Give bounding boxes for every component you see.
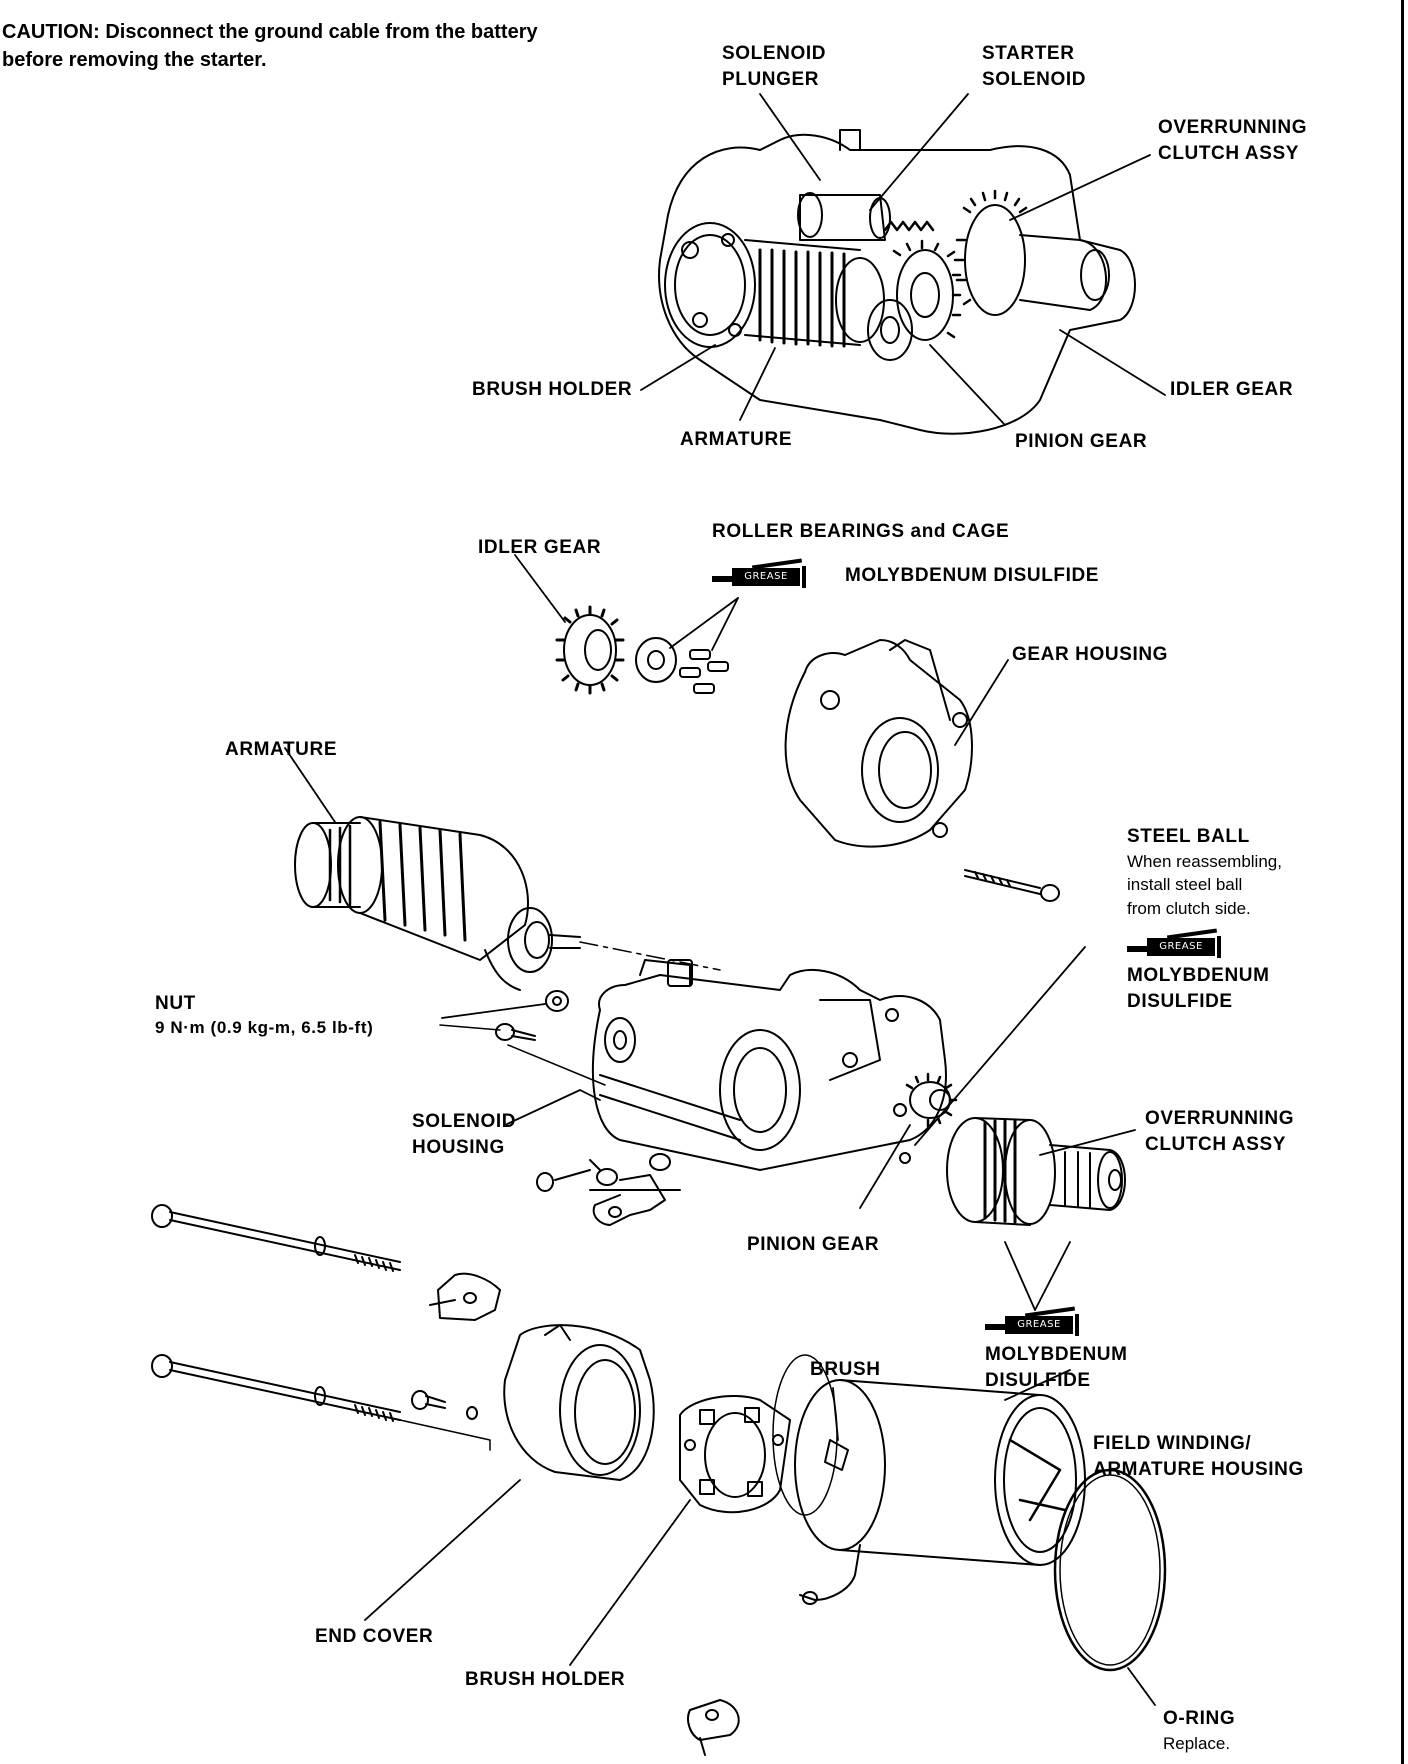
label-o-ring: O-RING <box>1163 1708 1236 1729</box>
nut-part <box>545 990 569 1012</box>
label-molybdenum-1: MOLYBDENUM DISULFIDE <box>845 565 1100 586</box>
label-starter-solenoid-2: SOLENOID <box>982 69 1087 90</box>
label-molybdenum-3a: MOLYBDENUM <box>985 1344 1128 1365</box>
ground-terminal-part <box>536 1153 681 1226</box>
label-starter-solenoid-1: STARTER <box>982 43 1075 64</box>
steel-ball-note-1: When reassembling, <box>1127 852 1282 871</box>
label-solenoid-plunger-2: PLUNGER <box>722 69 820 90</box>
label-gear-housing: GEAR HOUSING <box>1012 644 1169 665</box>
label-field-winding-2: ARMATURE HOUSING <box>1093 1459 1304 1480</box>
label-overrunning-clutch-1: OVERRUNNING <box>1145 1108 1295 1129</box>
grease-icon-2: GREASE <box>1127 928 1227 960</box>
screw-washer-part <box>411 1390 478 1420</box>
steel-ball-note-3: from clutch side. <box>1127 899 1251 918</box>
roller-bearings-part <box>635 637 729 694</box>
grease-icon-3: GREASE <box>985 1306 1085 1338</box>
label-molybdenum-3b: DISULFIDE <box>985 1370 1091 1391</box>
label-brush: BRUSH <box>810 1359 881 1380</box>
label-roller-bearings: ROLLER BEARINGS and CAGE <box>712 521 1010 542</box>
pinion-gear-part <box>899 1072 958 1164</box>
label-overrunning-clutch-2: CLUTCH ASSY <box>1145 1134 1287 1155</box>
label-armature-top: ARMATURE <box>680 429 793 450</box>
steel-ball-note-2: install steel ball <box>1127 875 1243 894</box>
caution-label: CAUTION: <box>2 21 100 43</box>
right-border <box>1401 0 1404 1764</box>
label-end-cover: END COVER <box>315 1626 434 1647</box>
label-molybdenum-2b: DISULFIDE <box>1127 991 1233 1012</box>
top-leader-lines <box>640 93 1166 426</box>
label-solenoid-housing-2: HOUSING <box>412 1137 505 1158</box>
label-pinion-gear-top: PINION GEAR <box>1015 431 1148 452</box>
label-brush-holder: BRUSH HOLDER <box>465 1669 626 1690</box>
end-cover-part <box>503 1324 655 1481</box>
label-nut-torque: 9 N·m (0.9 kg-m, 6.5 lb-ft) <box>155 1018 374 1037</box>
solenoid-housing-part <box>591 959 947 1171</box>
label-idler-gear: IDLER GEAR <box>478 537 602 558</box>
through-bolts-part <box>151 1204 401 1422</box>
label-nut: NUT <box>155 993 196 1014</box>
caution-line-2: before removing the starter. <box>2 49 267 71</box>
caution-note: CAUTION: Disconnect the ground cable fro… <box>2 18 538 74</box>
assembled-starter-illustration <box>658 129 1136 435</box>
caution-line-1: Disconnect the ground cable from the bat… <box>105 21 538 43</box>
label-overrunning-clutch-top-2: CLUTCH ASSY <box>1158 143 1300 164</box>
label-idler-gear-top: IDLER GEAR <box>1170 379 1294 400</box>
label-solenoid-plunger-1: SOLENOID <box>722 43 827 64</box>
terminal-part <box>687 1699 740 1756</box>
field-winding-housing-part <box>794 1379 1086 1605</box>
label-pinion-gear: PINION GEAR <box>747 1234 880 1255</box>
gear-housing-part <box>784 639 973 848</box>
label-steel-ball: STEEL BALL <box>1127 826 1250 847</box>
grease-icon-1: GREASE <box>712 558 812 590</box>
label-overrunning-clutch-top-1: OVERRUNNING <box>1158 117 1308 138</box>
idler-gear-part <box>555 605 625 695</box>
label-field-winding-1: FIELD WINDING/ <box>1093 1433 1252 1454</box>
screw-part <box>495 1023 536 1041</box>
overrunning-clutch-part <box>946 1117 1126 1226</box>
label-solenoid-housing-1: SOLENOID <box>412 1111 517 1132</box>
label-o-ring-note: Replace. <box>1163 1734 1231 1753</box>
armature-part <box>294 816 581 991</box>
label-molybdenum-2a: MOLYBDENUM <box>1127 965 1270 986</box>
bracket-part <box>429 1272 501 1321</box>
label-armature: ARMATURE <box>225 739 338 760</box>
label-brush-holder-top: BRUSH HOLDER <box>472 379 633 400</box>
steel-bolt-part <box>964 869 1060 902</box>
o-ring-part <box>1053 1468 1167 1672</box>
